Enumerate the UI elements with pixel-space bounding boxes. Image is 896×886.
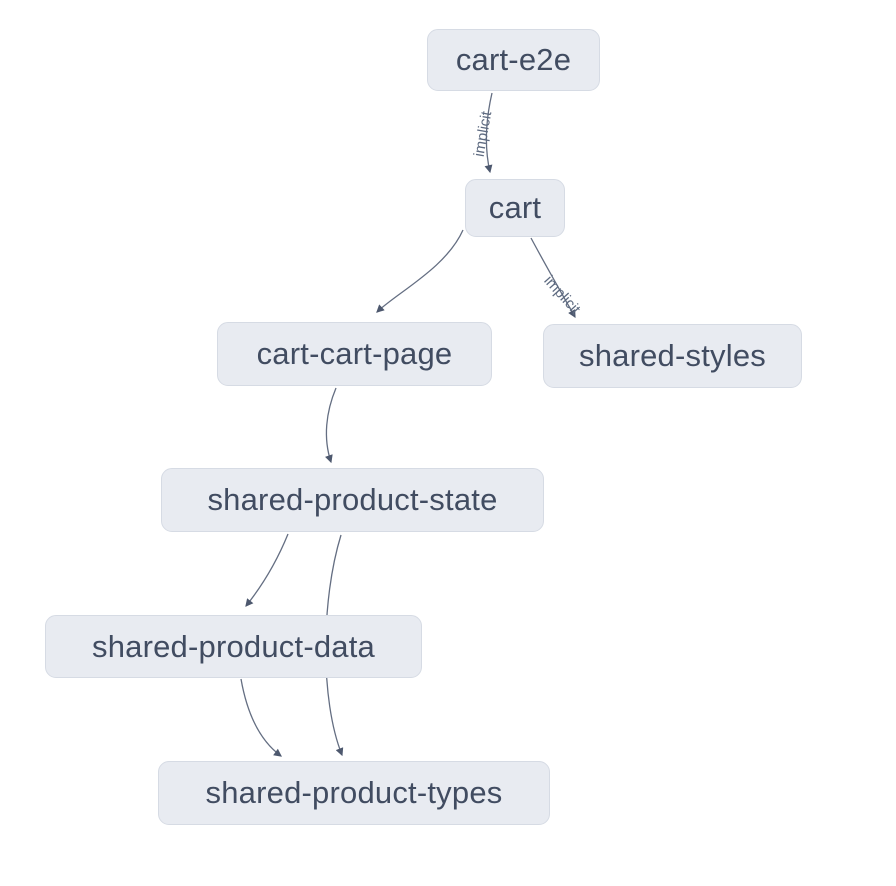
- node-cart-cart-page[interactable]: cart-cart-page: [217, 322, 492, 386]
- node-label: cart: [488, 190, 542, 225]
- edge-cart-to-cart-cart-page: [376, 229, 464, 313]
- node-label: cart-e2e: [455, 42, 572, 77]
- edge-label-implicit: implicit: [540, 272, 584, 318]
- node-label: shared-styles: [579, 338, 766, 373]
- node-label: cart-cart-page: [256, 336, 453, 371]
- node-label: shared-product-data: [92, 628, 375, 664]
- node-cart[interactable]: cart: [465, 179, 565, 237]
- edge-shared-product-data-to-shared-product-types: [240, 678, 282, 757]
- node-cart-e2e[interactable]: cart-e2e: [427, 29, 600, 91]
- node-shared-product-state[interactable]: shared-product-state: [161, 468, 544, 532]
- node-shared-product-types[interactable]: shared-product-types: [158, 761, 550, 825]
- edge-shared-product-state-to-shared-product-data: [245, 533, 289, 607]
- node-shared-product-data[interactable]: shared-product-data: [45, 615, 422, 678]
- edge-cart-cart-page-to-shared-product-state: [325, 387, 337, 464]
- node-label: shared-product-types: [205, 775, 503, 810]
- node-label: shared-product-state: [207, 482, 498, 517]
- node-shared-styles[interactable]: shared-styles: [543, 324, 802, 388]
- edge-label-implicit: implicit: [470, 109, 496, 159]
